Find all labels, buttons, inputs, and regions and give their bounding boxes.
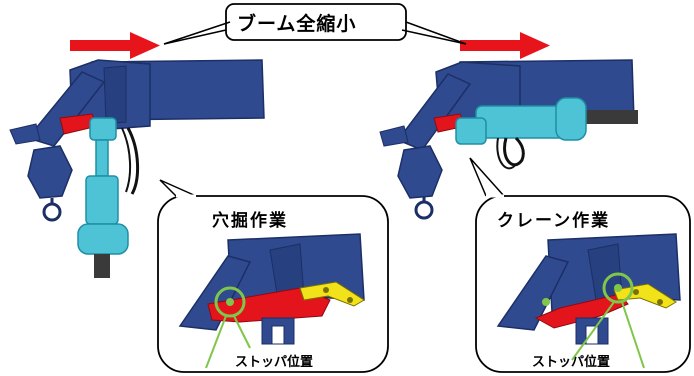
left-auger-base: [77, 223, 129, 255]
right-detail-jib: [496, 255, 570, 331]
right-jib-tip: [379, 125, 409, 147]
right-rope: [503, 136, 525, 167]
right-auger-rod: [586, 110, 638, 124]
panel-caption-digging: 穴掘作業: [212, 211, 288, 231]
right-jib: [396, 73, 472, 151]
diagram-title: ブーム全縮小: [237, 13, 357, 35]
left-jib: [26, 71, 106, 147]
stopper-highlight-icon: [571, 272, 645, 369]
right-auger-base: [555, 97, 587, 141]
left-auger-motor: [85, 175, 119, 225]
stopper-highlight-icon: [205, 286, 251, 369]
direction-arrow-icon: [70, 32, 160, 59]
direction-arrow-icon: [460, 32, 550, 59]
right-detail-callout: [469, 157, 691, 373]
right-crane: [379, 59, 638, 220]
right-auger-body: [475, 105, 567, 139]
right-auger-joint: [455, 117, 487, 145]
left-detail-callout: [157, 179, 389, 373]
left-boom-plate: [103, 65, 127, 125]
left-hook-block: [27, 145, 73, 199]
left-crane: [9, 59, 265, 278]
stopper-label-right: ストッパ位置: [532, 355, 611, 370]
right-detail-red-stopper: [534, 293, 629, 329]
left-rope: [126, 127, 140, 195]
panel-caption-crane: クレーン作業: [497, 211, 611, 231]
hook-icon: [42, 198, 62, 222]
left-rope-2: [121, 127, 132, 193]
left-auger-rod: [94, 254, 110, 278]
right-rope-2: [496, 137, 517, 170]
left-jib-tip: [9, 123, 41, 145]
left-auger-shaft: [95, 139, 109, 177]
title-callout: [163, 3, 467, 45]
hook-icon: [414, 196, 434, 220]
left-detail-jib: [178, 255, 252, 331]
stopper-label-left: ストッパ位置: [235, 355, 314, 370]
right-hook-block: [397, 145, 443, 199]
left-auger-joint: [89, 117, 117, 141]
